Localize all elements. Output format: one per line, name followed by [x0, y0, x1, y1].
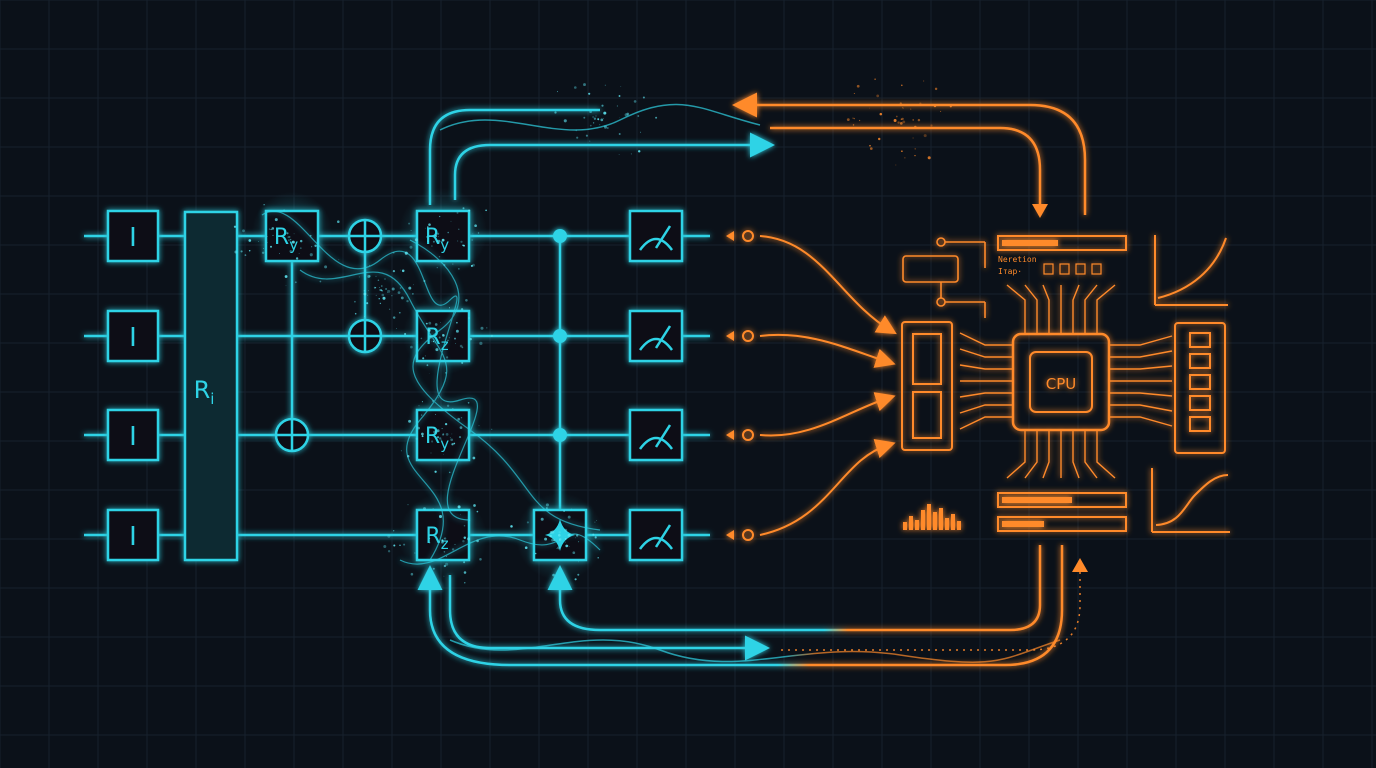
measurement-meter-icon — [628, 209, 684, 263]
memory-module-icon — [901, 321, 953, 451]
feedback-path-top-wave — [439, 103, 761, 131]
cnot-target-icon — [347, 218, 383, 254]
multi-qubit-gate: Ri — [183, 210, 239, 562]
feedback-path-top-inner — [453, 132, 775, 200]
identity-gate-1: I — [106, 209, 160, 263]
measurement-output-arrows — [726, 230, 897, 541]
control-dot-icon — [553, 428, 567, 442]
feedback-path-bottom-inner — [547, 545, 1042, 632]
arrow-down-icon — [1032, 204, 1048, 218]
measurement-meter-icon — [628, 508, 684, 562]
identity-gate-4: I — [106, 508, 160, 562]
svg-text:I: I — [129, 223, 137, 253]
cnot-target-icon — [347, 318, 383, 354]
svg-text:Ry: Ry — [425, 424, 449, 453]
cpu-chip-icon: CPU — [1011, 332, 1111, 432]
svg-text:Ri: Ri — [194, 376, 215, 408]
measurement-meter-icon — [628, 408, 684, 462]
svg-text:CPU: CPU — [1046, 375, 1077, 393]
connector-widget — [902, 237, 986, 318]
feedback-path-bottom-outer — [417, 545, 1064, 667]
chart-curve-icon — [1154, 235, 1228, 306]
cpu-annotations: Neretion Iтар· — [998, 255, 1037, 276]
feedback-path-bottom-wave — [449, 639, 1061, 663]
measurement-meter-icon — [628, 309, 684, 363]
feedback-path-top-outer — [428, 108, 600, 205]
classical-processor: CPU — [901, 235, 1230, 533]
rotation-gate-ry-2: Ry — [415, 209, 471, 263]
identity-gate-3: I — [106, 408, 160, 462]
svg-text:Neretion: Neretion — [998, 255, 1037, 264]
svg-text:I: I — [129, 522, 137, 552]
arrow-up-icon — [1072, 558, 1088, 572]
feedback-path-bottom-mid — [448, 575, 770, 661]
svg-text:Iтар·: Iтар· — [998, 267, 1022, 276]
bar-chart-icon — [903, 504, 961, 530]
svg-text:Ry: Ry — [425, 225, 449, 254]
memory-module-icon — [1174, 322, 1226, 454]
feedback-path-top-orange-inner — [770, 126, 1042, 215]
chip-pins — [959, 284, 1173, 479]
feedback-loops — [417, 92, 1088, 667]
feedback-path-top-orange-outer — [732, 92, 1087, 215]
entanglement-strands — [261, 210, 601, 565]
progress-bar-bottom-1 — [997, 492, 1127, 508]
identity-gate-2: I — [106, 309, 160, 363]
status-icon-row — [1043, 263, 1102, 275]
chart-curve-icon — [1151, 468, 1230, 533]
control-dot-icon — [553, 229, 567, 243]
cnot-target-icon — [274, 417, 310, 453]
control-dot-icon — [553, 329, 567, 343]
svg-text:I: I — [129, 422, 137, 452]
progress-bar-top — [997, 235, 1127, 251]
progress-bar-bottom-2 — [997, 516, 1127, 532]
quantum-circuit — [84, 224, 710, 537]
svg-text:I: I — [129, 323, 137, 353]
svg-text:Ry: Ry — [274, 225, 298, 254]
quantum-particles — [233, 78, 952, 587]
